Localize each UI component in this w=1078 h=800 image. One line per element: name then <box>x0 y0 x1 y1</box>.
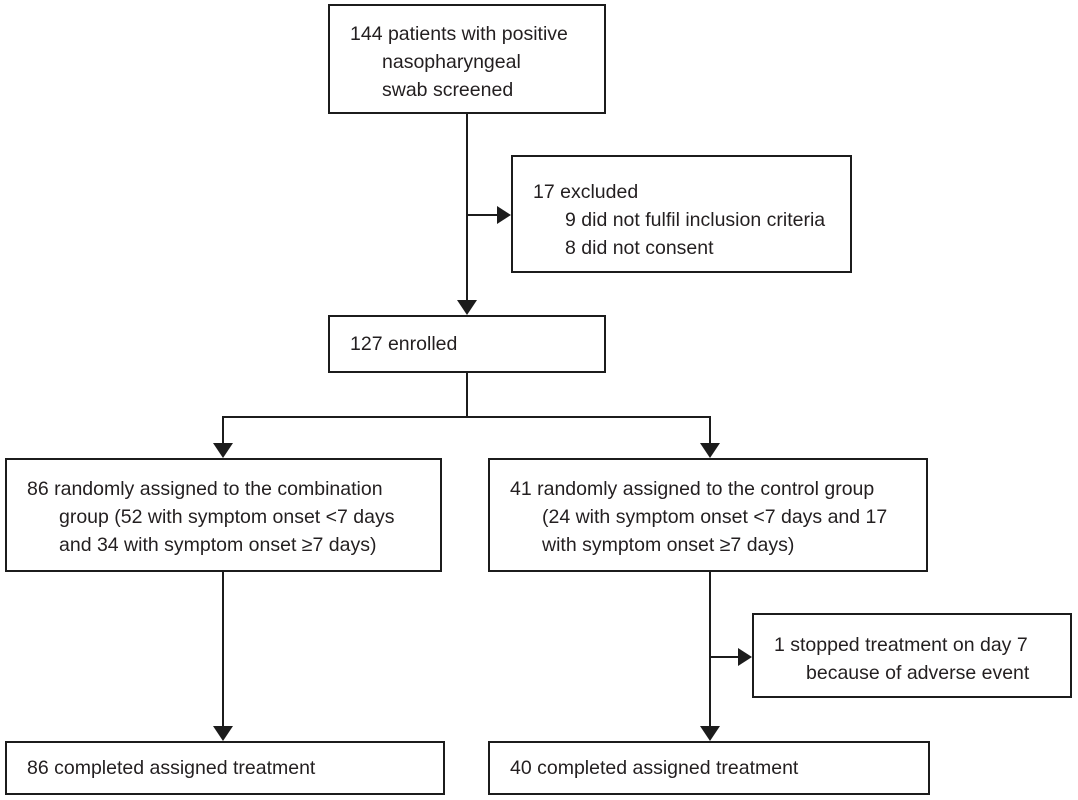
box-enrolled: 127 enrolled <box>328 315 606 373</box>
arrowhead-down-icon <box>700 726 720 741</box>
connector-screened-to-enrolled <box>466 114 468 302</box>
box-stopped-treatment: 1 stopped treatment on day 7 because of … <box>752 613 1072 698</box>
connector-to-stopped <box>710 656 739 658</box>
text-line: 86 randomly assigned to the combination <box>27 478 383 500</box>
arrowhead-down-icon <box>213 443 233 458</box>
text-line: 9 did not fulfil inclusion criteria <box>565 209 826 231</box>
text-line: 40 completed assigned treatment <box>510 757 799 779</box>
text-line: (24 with symptom onset <7 days and 17 <box>542 506 888 528</box>
connector-split-right <box>709 416 711 445</box>
text-line: 8 did not consent <box>565 237 714 259</box>
connector-to-excluded <box>467 214 498 216</box>
text-line: 144 patients with positive <box>350 23 568 45</box>
text-line: group (52 with symptom onset <7 days <box>59 506 395 528</box>
text-line: 17 excluded <box>533 181 639 203</box>
arrowhead-down-icon <box>457 300 477 315</box>
text-line: and 34 with symptom onset ≥7 days) <box>59 534 377 556</box>
box-screened: 144 patients with positive nasopharyngea… <box>328 4 606 114</box>
box-excluded: 17 excluded 9 did not fulfil inclusion c… <box>511 155 852 273</box>
arrowhead-down-icon <box>213 726 233 741</box>
text-line: nasopharyngeal <box>382 51 521 73</box>
text-line: with symptom onset ≥7 days) <box>542 534 795 556</box>
text-line: 127 enrolled <box>350 333 458 355</box>
text-line: 1 stopped treatment on day 7 <box>774 634 1028 656</box>
connector-enrolled-stub <box>466 373 468 417</box>
box-control-group: 41 randomly assigned to the control grou… <box>488 458 928 572</box>
box-combination-group: 86 randomly assigned to the combination … <box>5 458 442 572</box>
arrowhead-right-icon <box>497 206 511 224</box>
connector-split-horizontal <box>222 416 711 418</box>
connector-combination-to-completed <box>222 572 224 728</box>
arrowhead-right-icon <box>738 648 752 666</box>
text-line: swab screened <box>382 79 514 101</box>
connector-control-to-completed <box>709 572 711 728</box>
connector-split-left <box>222 416 224 445</box>
text-line: because of adverse event <box>806 662 1030 684</box>
box-completed-control: 40 completed assigned treatment <box>488 741 930 795</box>
box-completed-combination: 86 completed assigned treatment <box>5 741 445 795</box>
text-line: 41 randomly assigned to the control grou… <box>510 478 875 500</box>
arrowhead-down-icon <box>700 443 720 458</box>
text-line: 86 completed assigned treatment <box>27 757 316 779</box>
